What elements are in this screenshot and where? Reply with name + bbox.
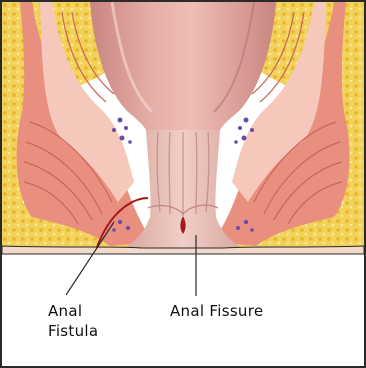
rectum	[90, 2, 276, 130]
fistula-label-line2: Fistula	[48, 321, 98, 341]
fistula-label-line1: Anal	[48, 301, 82, 321]
fissure-label: Anal Fissure	[170, 301, 263, 321]
